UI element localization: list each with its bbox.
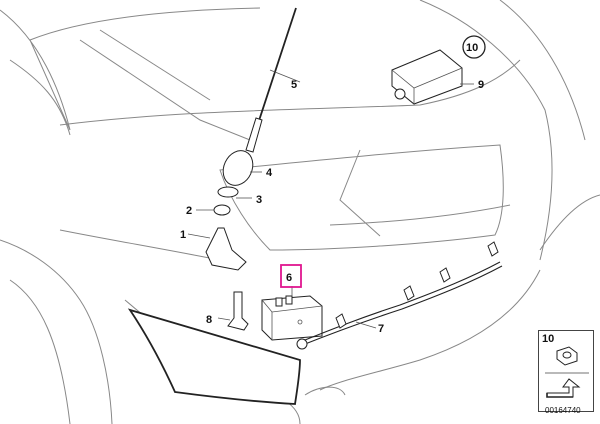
callout-3: 3: [256, 194, 262, 206]
arrow-icon: [546, 378, 581, 398]
callout-circle-10: [462, 35, 486, 59]
highlight-box-6: [280, 264, 302, 288]
callout-10: 10: [466, 42, 478, 54]
part-10-reference-box: 10: [538, 330, 594, 412]
nut-icon: [545, 346, 589, 374]
coax-cable: [217, 291, 249, 331]
callout-1: 1: [180, 229, 186, 241]
callout-8: 8: [206, 314, 212, 326]
antenna-foot: [187, 227, 247, 271]
reference-box-label: 10: [542, 333, 555, 345]
callout-4: 4: [266, 167, 273, 179]
callout-2: 2: [186, 205, 192, 217]
wiring-harness: [296, 241, 503, 350]
callout-7: 7: [378, 323, 384, 335]
callout-9: 9: [478, 79, 484, 91]
document-number: 00164740: [545, 406, 581, 415]
tv-module: [391, 49, 474, 105]
antenna-base: [222, 150, 254, 186]
control-unit: [261, 286, 323, 341]
rear-bumper-panel: [127, 308, 301, 405]
antenna-seal: [217, 186, 239, 198]
callout-5: 5: [291, 79, 297, 91]
antenna-nut: [213, 204, 231, 216]
antenna-mast: [245, 7, 301, 153]
callout-6: 6: [286, 272, 292, 284]
